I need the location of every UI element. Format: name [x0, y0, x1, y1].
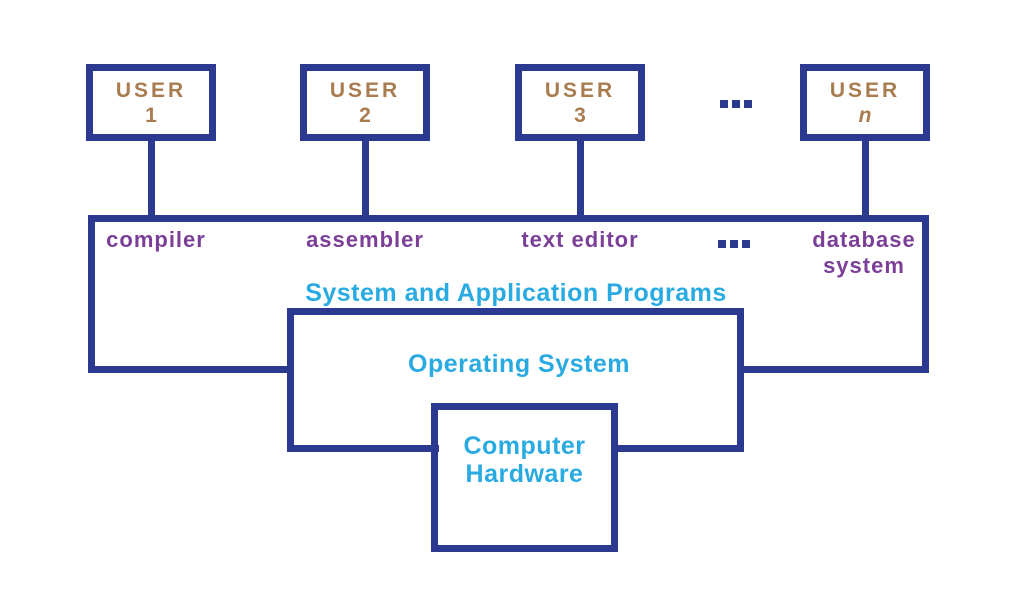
programs-box-left-edge	[88, 215, 95, 373]
user-3-label: USER	[544, 78, 616, 102]
hardware-box: Computer Hardware	[431, 403, 618, 552]
connector-user-1	[148, 141, 155, 222]
user-3-box: USER 3	[515, 64, 645, 141]
programs-title: System and Application Programs	[305, 279, 727, 307]
user-1-box: USER 1	[86, 64, 216, 141]
os-box-bottom-right-edge	[611, 445, 744, 452]
connector-user-2	[362, 141, 369, 222]
ellipsis-dots-users	[720, 100, 752, 108]
compiler-label: compiler	[106, 227, 206, 252]
os-box-top-edge	[287, 308, 744, 315]
user-1-label: USER	[115, 78, 187, 102]
dot-icon	[730, 240, 738, 248]
user-1-number: 1	[145, 103, 157, 127]
hardware-label-line2: Hardware	[465, 460, 584, 488]
dot-icon	[718, 240, 726, 248]
operating-system-label: Operating System	[408, 350, 630, 378]
database-system-label: database system	[812, 227, 915, 279]
user-n-label: USER	[829, 78, 901, 102]
text-editor-label: text editor	[521, 227, 639, 252]
user-3-number: 3	[574, 103, 586, 127]
programs-box-bottom-right-edge	[737, 366, 929, 373]
user-2-label: USER	[329, 78, 401, 102]
user-2-box: USER 2	[300, 64, 430, 141]
user-n-number: n	[858, 103, 872, 127]
dot-icon	[744, 100, 752, 108]
database-label-line1: database	[812, 227, 916, 252]
dot-icon	[742, 240, 750, 248]
os-box-bottom-left-edge	[287, 445, 439, 452]
database-label-line2: system	[823, 253, 905, 278]
dot-icon	[720, 100, 728, 108]
os-box-right-edge	[737, 308, 744, 452]
ellipsis-dots-programs	[718, 240, 750, 248]
connector-user-n	[862, 141, 869, 222]
assembler-label: assembler	[306, 227, 424, 252]
user-2-number: 2	[359, 103, 371, 127]
programs-box-top-edge	[88, 215, 929, 222]
connector-user-3	[577, 141, 584, 222]
hardware-label-line1: Computer	[463, 432, 586, 460]
dot-icon	[732, 100, 740, 108]
programs-box-right-edge	[922, 215, 929, 373]
programs-box-bottom-left-edge	[88, 366, 294, 373]
user-n-box: USER n	[800, 64, 930, 141]
os-box-left-edge	[287, 308, 294, 452]
